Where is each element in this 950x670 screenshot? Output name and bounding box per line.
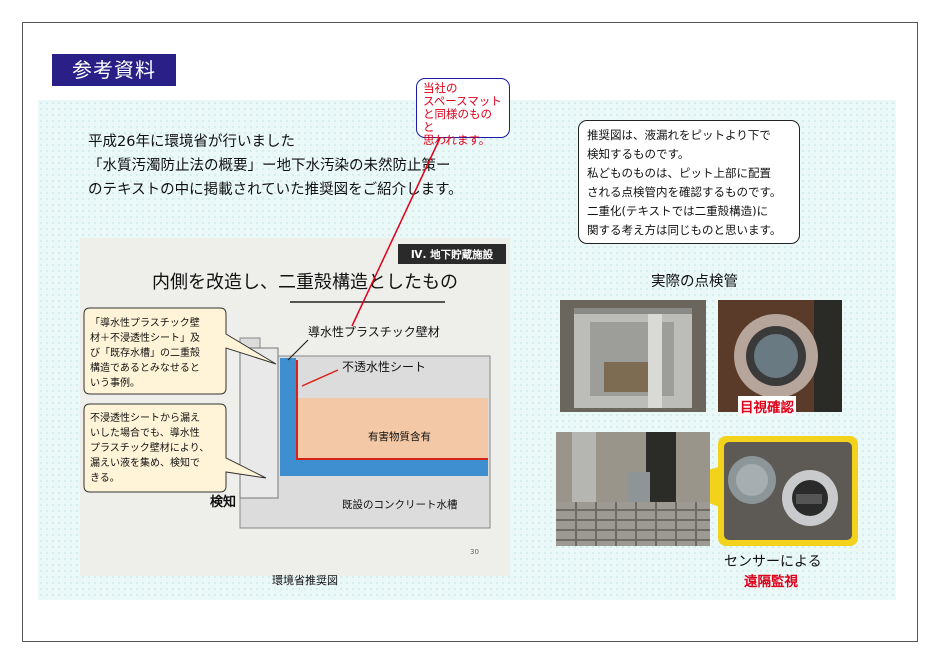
note-line-1: 推奨図は、液漏れをピットより下で: [587, 128, 771, 142]
label-detect: 検知: [210, 494, 236, 510]
section-tag: Ⅳ. 地下貯蔵施設: [411, 248, 494, 261]
callout-bubble: 当社の スペースマット と同様のものと 思われます。: [416, 78, 510, 147]
bubble-1-line-1: 「導水性プラスチック壁: [90, 316, 200, 329]
caption-sensor-by: センサーによる: [724, 554, 822, 570]
hazard-area: [298, 398, 488, 460]
photo-sensor-install-svg: [556, 432, 710, 546]
note-line-6: 関する考え方は同じものと思います。: [587, 223, 782, 237]
bubble-1-line-5: いう事例。: [90, 376, 140, 389]
bubble-2-line-3: プラスチック壁材により、: [90, 441, 209, 454]
note-line-3: 私どものものは、ピット上部に配置: [587, 166, 771, 180]
intro-text: 平成26年に環境省が行いました 「水質汚濁防止法の概要」ー地下水汚染の未然防止策…: [88, 130, 463, 202]
bubble-1-line-4: 構造であるとみなせると: [90, 361, 200, 374]
photo-inspection-pit-svg: [560, 300, 706, 412]
callout-line-3: と同様のものと: [423, 107, 492, 134]
bubble-2: [83, 403, 267, 493]
bubble-1-line-3: び「既存水槽」の二重殻: [90, 346, 200, 359]
label-conductive-wall: 導水性プラスチック壁材: [308, 324, 440, 339]
photo-pipe-top-svg: [718, 300, 842, 412]
diagram-heading: 内側を改造し、二重殻構造としたもの: [152, 272, 458, 293]
note-line-2: 検知するものです。: [587, 147, 690, 161]
note-line-4: される点検管内を確認するものです。: [587, 185, 782, 199]
callout-line-2: スペースマット: [423, 94, 502, 108]
bubble-1-line-2: 材＋不浸透性シート」及: [90, 331, 200, 344]
page-title: 参考資料: [52, 54, 176, 86]
bubble-2-line-1: 不浸透性シートから漏え: [90, 411, 200, 424]
recommended-diagram: Ⅳ. 地下貯蔵施設 内側を改造し、二重殻構造としたもの 導水性プラスチック壁材 …: [80, 238, 510, 576]
photo-sensor-install: [556, 432, 710, 546]
impermeable-sheet: [296, 360, 488, 460]
note-line-5: 二重化(テキストでは二重殻構造)に: [587, 204, 769, 218]
photo-pipe-top: [718, 300, 842, 412]
label-concrete: 既設のコンクリート水槽: [342, 498, 458, 511]
leader-impermeable: [301, 369, 339, 387]
bubble-2-line-2: いした場合でも、導水性: [90, 426, 200, 439]
photos-heading: 実際の点検管: [651, 274, 738, 290]
section-tag-bg: [398, 244, 506, 264]
callout-connector: [351, 137, 441, 327]
bubble-2-line-5: きる。: [90, 472, 120, 484]
label-hazard: 有害物質含有: [368, 430, 431, 443]
label-impermeable-sheet: 不透水性シート: [342, 360, 426, 374]
intro-line-3: のテキストの中に掲載されていた推奨図をご紹介します。: [88, 182, 463, 198]
conductive-wall: [280, 358, 488, 476]
photo-inspection-pit: [560, 300, 706, 412]
callout-line-4: 思われます。: [423, 133, 491, 147]
callout-line-1: 当社の: [423, 81, 458, 95]
diagram-svg: Ⅳ. 地下貯蔵施設 内側を改造し、二重殻構造としたもの 導水性プラスチック壁材 …: [83, 244, 506, 556]
caption-remote-monitoring: 遠隔監視: [744, 574, 798, 590]
photo-sensor-closeup-svg: [724, 442, 852, 540]
page-frame: [22, 22, 918, 642]
photo-sensor-closeup: [718, 436, 858, 546]
bubble-1: [83, 307, 277, 395]
note-box: 推奨図は、液漏れをピットより下で 検知するものです。 私どものものは、ピット上部…: [578, 120, 800, 244]
bubble-2-line-4: 漏えい液を集め、検知で: [90, 456, 200, 469]
intro-line-1: 平成26年に環境省が行いました: [88, 134, 295, 150]
page-number: 30: [470, 548, 479, 556]
leader-conductive: [287, 339, 309, 361]
intro-line-2: 「水質汚濁防止法の概要」ー地下水汚染の未然防止策ー: [88, 158, 451, 174]
caption-visual-check: 目視確認: [738, 396, 796, 416]
figure-caption: 環境省推奨図: [272, 574, 338, 587]
